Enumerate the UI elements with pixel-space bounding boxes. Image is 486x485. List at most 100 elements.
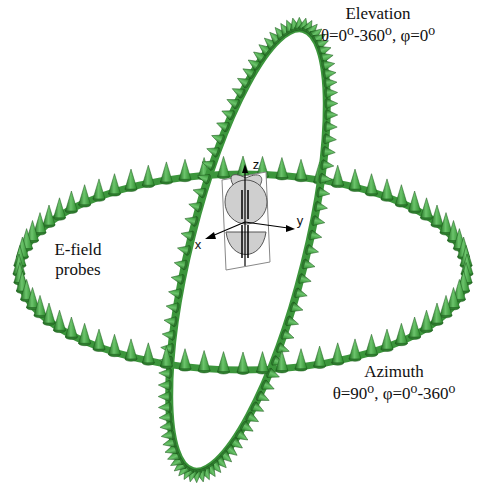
- e-field-probe: [192, 185, 207, 198]
- e-field-probe: [160, 429, 175, 441]
- probe-cone: [448, 288, 460, 308]
- e-field-probe: [285, 315, 300, 329]
- e-field-probe: [320, 159, 334, 170]
- probe-cone: [310, 230, 323, 242]
- probe-cone: [295, 159, 307, 179]
- e-field-probe: [237, 352, 249, 374]
- probe-cone: [276, 351, 288, 371]
- e-field-probe: [179, 159, 191, 181]
- e-field-probe: [295, 349, 307, 371]
- e-field-probe: [366, 174, 378, 196]
- e-field-probe: [297, 273, 312, 286]
- probe-cone: [125, 169, 137, 189]
- e-field-probe: [180, 228, 195, 241]
- probe-cone: [349, 339, 361, 359]
- annotation-label: θ=90⁰, φ=0⁰-360⁰: [333, 384, 456, 404]
- probe-cone: [54, 310, 66, 330]
- probe-cone: [237, 352, 249, 372]
- axis-label: x: [195, 238, 202, 253]
- probe-cone: [295, 349, 307, 369]
- e-field-probe: [200, 157, 216, 171]
- probe-cone: [179, 349, 191, 369]
- e-field-probe: [308, 230, 323, 243]
- annotation-label: Azimuth: [364, 362, 424, 382]
- e-field-probe: [332, 343, 344, 365]
- probe-cone: [291, 302, 304, 315]
- probe-cone: [158, 392, 169, 402]
- probe-cone: [316, 201, 329, 213]
- probe-cone: [431, 303, 443, 323]
- probe-cone: [159, 412, 171, 423]
- probe-cone: [440, 213, 452, 233]
- probe-cone: [65, 191, 77, 211]
- probe-cone: [27, 288, 39, 308]
- z-axis: [244, 172, 245, 266]
- probe-cone: [287, 316, 301, 329]
- probe-cone: [381, 329, 393, 349]
- e-field-probe: [142, 343, 154, 365]
- probe-cone: [421, 310, 433, 330]
- e-field-probe: [314, 201, 329, 213]
- e-field-probe: [409, 191, 421, 213]
- e-field-probe: [215, 118, 231, 132]
- e-field-probe: [218, 352, 230, 374]
- probe-cone: [262, 380, 276, 394]
- probe-cone: [187, 199, 200, 212]
- probe-cone: [220, 106, 234, 120]
- e-field-probe: [349, 339, 361, 361]
- e-field-probe: [93, 329, 105, 351]
- e-field-probe: [43, 205, 55, 227]
- probe-cone: [196, 171, 210, 184]
- probe-cone: [173, 258, 186, 270]
- probe-cone: [303, 259, 316, 271]
- probe-cone: [176, 243, 189, 255]
- antenna-frame: [222, 172, 270, 270]
- e-field-probe: [220, 106, 236, 120]
- probe-cone: [325, 134, 337, 145]
- e-field-probe: [168, 287, 183, 299]
- e-field-probe: [324, 87, 337, 97]
- e-field-probe: [187, 199, 202, 212]
- e-field-probe: [160, 162, 172, 184]
- annotation-label: θ=0⁰-360⁰, φ=0⁰: [321, 26, 435, 46]
- e-field-probe: [54, 310, 66, 332]
- probe-cone: [160, 346, 172, 366]
- e-field-probe: [125, 169, 137, 191]
- e-field-probe: [210, 131, 226, 145]
- probe-cone: [320, 173, 332, 184]
- e-field-probe: [179, 349, 191, 371]
- lower-lobe: [226, 232, 266, 255]
- probe-cone: [257, 391, 271, 405]
- probe-cone: [395, 323, 407, 343]
- e-field-probe: [324, 77, 338, 88]
- e-field-probe: [366, 334, 378, 356]
- axis-label: z: [253, 158, 260, 173]
- probe-cone: [160, 430, 173, 442]
- e-field-probe: [260, 379, 276, 393]
- e-field-probe: [176, 243, 191, 256]
- dipole-arm: [241, 225, 243, 258]
- e-field-probe: [280, 329, 296, 343]
- probe-cone: [381, 179, 393, 199]
- probe-cone: [184, 214, 197, 227]
- probe-cone: [43, 303, 55, 323]
- e-field-probe: [255, 390, 271, 405]
- probe-cone: [79, 185, 91, 205]
- e-field-probe: [295, 159, 307, 181]
- e-field-probe: [158, 402, 171, 412]
- probe-cone: [299, 274, 312, 287]
- probe-cone: [200, 157, 214, 170]
- e-field-probe: [34, 295, 46, 317]
- probe-cone: [158, 380, 169, 390]
- probe-cone: [159, 368, 171, 379]
- axis-arrow: [286, 225, 295, 232]
- probe-cone: [93, 179, 105, 199]
- e-field-probe: [349, 169, 361, 191]
- e-field-probe: [301, 259, 316, 272]
- e-field-probe: [323, 68, 337, 79]
- e-field-probe: [109, 334, 121, 356]
- e-field-probe: [324, 121, 338, 132]
- e-field-probe: [162, 329, 176, 340]
- probe-cone: [109, 174, 121, 194]
- e-field-probe: [421, 310, 433, 332]
